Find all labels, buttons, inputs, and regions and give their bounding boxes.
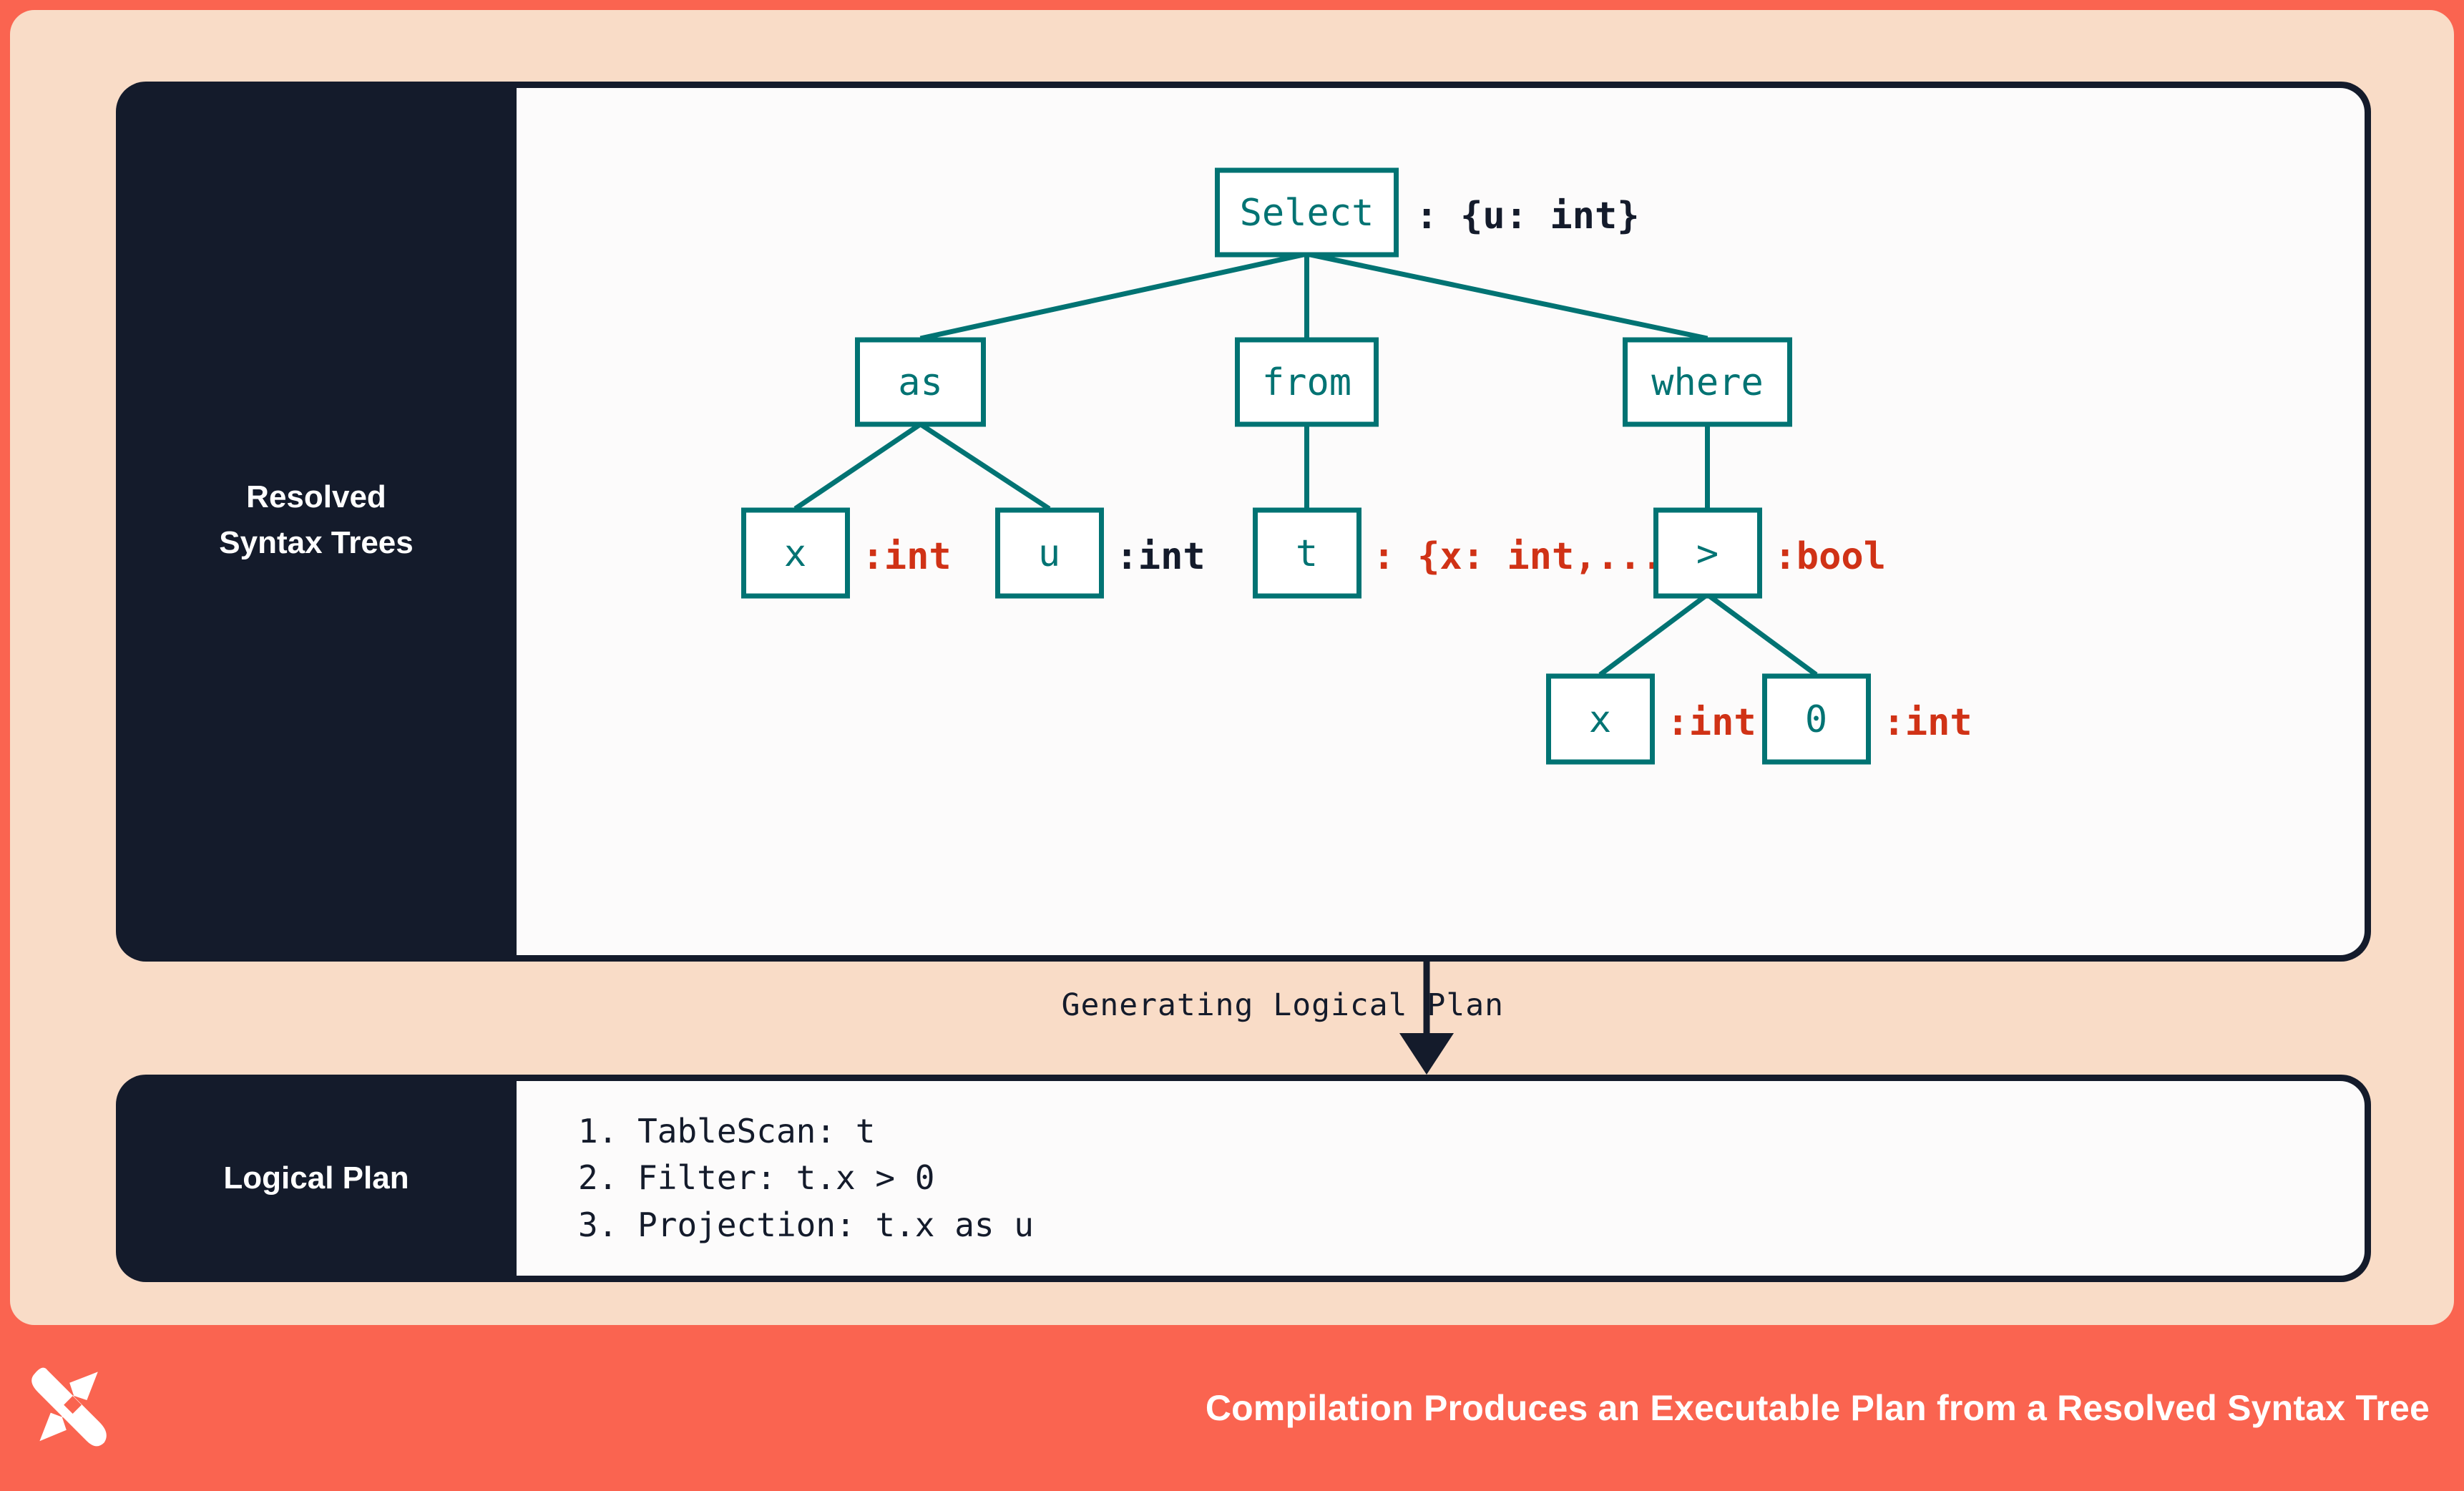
node-gt-x-label: x bbox=[1589, 698, 1611, 741]
logical-plan-body: 1. TableScan: t 2. Filter: t.x > 0 3. Pr… bbox=[517, 1081, 2365, 1276]
resolved-syntax-trees-panel: Resolved Syntax Trees bbox=[116, 82, 2371, 962]
node-as-box bbox=[855, 337, 986, 427]
node-from-label: from bbox=[1262, 361, 1351, 404]
edge-as-u bbox=[919, 422, 1051, 511]
node-where[interactable]: where bbox=[1623, 337, 1792, 427]
edge-as-x bbox=[793, 422, 922, 511]
node-as-x[interactable]: x bbox=[741, 507, 850, 599]
node-where-label: where bbox=[1651, 361, 1764, 404]
node-gt-zero-label: 0 bbox=[1805, 698, 1827, 741]
tree-label-line-1: Resolved bbox=[246, 479, 386, 515]
node-gt-x[interactable]: x bbox=[1546, 673, 1655, 765]
logical-plan-panel: Logical Plan 1. TableScan: t 2. Filter: … bbox=[116, 1075, 2371, 1282]
node-as-u-label: u bbox=[1038, 532, 1060, 575]
node-from-box bbox=[1235, 337, 1379, 427]
node-as-label: as bbox=[898, 361, 943, 404]
node-as-x-annotation: :int bbox=[862, 535, 952, 578]
syntax-tree-canvas: Select : {u: int} as from bbox=[517, 88, 2365, 955]
edge-gt-x bbox=[1598, 592, 1709, 677]
edge-select-as bbox=[919, 251, 1308, 341]
edge-select-where bbox=[1306, 251, 1708, 341]
node-where-box bbox=[1623, 337, 1792, 427]
footer-bar: Compilation Produces an Executable Plan … bbox=[0, 1325, 2464, 1491]
node-greater-than[interactable]: > bbox=[1653, 507, 1762, 599]
node-greater-than-box bbox=[1653, 507, 1762, 599]
tree-edges bbox=[793, 251, 1818, 677]
logical-plan-label: Logical Plan bbox=[223, 1160, 409, 1196]
logical-plan-step: 1. TableScan: t bbox=[578, 1112, 876, 1151]
node-as-u[interactable]: u bbox=[995, 507, 1104, 599]
edge-gt-zero bbox=[1706, 592, 1818, 677]
transition-label: Generating Logical Plan bbox=[1061, 987, 1504, 1023]
node-from[interactable]: from bbox=[1235, 337, 1379, 427]
node-as-x-label: x bbox=[784, 532, 806, 575]
poster-canvas: Resolved Syntax Trees bbox=[10, 10, 2454, 1325]
node-select-box bbox=[1215, 167, 1399, 258]
node-gt-zero-box bbox=[1762, 673, 1871, 765]
node-as[interactable]: as bbox=[855, 337, 986, 427]
syntax-tree-diagram: Select : {u: int} as from bbox=[741, 167, 1972, 765]
arrow-head bbox=[1399, 1033, 1454, 1075]
node-select-annotation: : {u: int} bbox=[1416, 195, 1640, 238]
resolved-syntax-trees-label: Resolved Syntax Trees bbox=[116, 82, 517, 962]
node-gt-x-box bbox=[1546, 673, 1655, 765]
logical-plan-step: 3. Projection: t.x as u bbox=[578, 1205, 1034, 1244]
node-gt-x-annotation: :int bbox=[1667, 701, 1756, 744]
node-gt-zero[interactable]: 0 bbox=[1762, 673, 1871, 765]
node-as-u-box bbox=[995, 507, 1104, 599]
node-as-x-box bbox=[741, 507, 850, 599]
node-select-label: Select bbox=[1240, 192, 1374, 235]
node-from-t-box bbox=[1253, 507, 1361, 599]
node-from-t-annotation: : {x: int,...} bbox=[1373, 535, 1686, 578]
transition-zone: Generating Logical Plan bbox=[116, 962, 2371, 1076]
tree-label-line-2: Syntax Trees bbox=[219, 525, 414, 560]
x-star-logo bbox=[31, 1367, 107, 1447]
generating-logical-plan-arrow bbox=[1399, 962, 1454, 1075]
node-greater-than-annotation: :bool bbox=[1774, 535, 1887, 578]
logical-plan-step: 2. Filter: t.x > 0 bbox=[578, 1158, 935, 1198]
node-greater-than-label: > bbox=[1696, 532, 1719, 575]
footer-caption: Compilation Produces an Executable Plan … bbox=[1205, 1388, 2430, 1428]
node-from-t-label: t bbox=[1296, 532, 1318, 575]
node-select[interactable]: Select bbox=[1215, 167, 1399, 258]
node-as-u-annotation: :int bbox=[1116, 535, 1206, 578]
node-from-t[interactable]: t bbox=[1253, 507, 1361, 599]
node-gt-zero-annotation: :int bbox=[1883, 701, 1972, 744]
